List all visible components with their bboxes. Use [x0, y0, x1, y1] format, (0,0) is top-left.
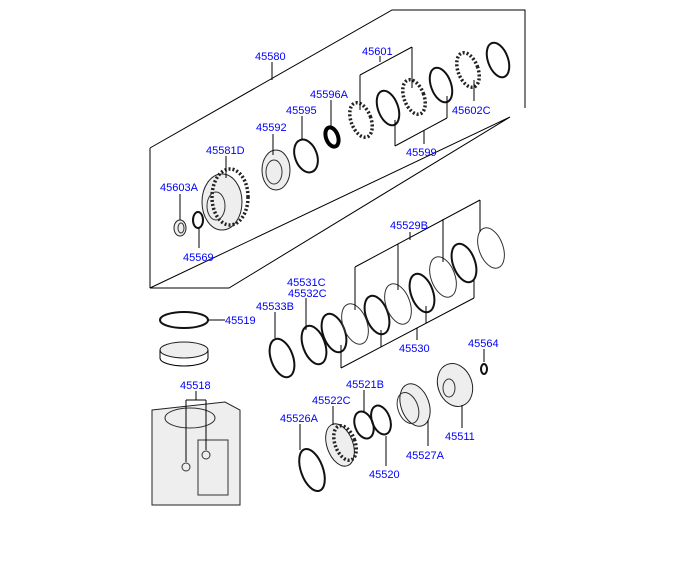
part-45564-oring	[480, 363, 488, 375]
callout-45592[interactable]: 45592	[256, 122, 287, 134]
part-45531C-plate	[300, 324, 328, 366]
part-45511-carrier	[436, 363, 474, 407]
part-45595-oring	[293, 138, 319, 174]
callout-45564[interactable]: 45564	[468, 338, 499, 350]
part-45527A-drum	[396, 383, 431, 427]
part-45569-ring	[192, 211, 204, 229]
callout-45531C[interactable]: 45531C	[287, 277, 326, 289]
callout-45569[interactable]: 45569	[183, 252, 214, 264]
callout-45580[interactable]: 45580	[255, 51, 286, 63]
callout-45601[interactable]: 45601	[362, 46, 393, 58]
callout-45596A[interactable]: 45596A	[310, 89, 349, 101]
callout-45518[interactable]: 45518	[180, 380, 211, 392]
part-45603A-seal	[173, 219, 187, 237]
part-45601-plates	[348, 77, 427, 140]
part-45596A-spring	[323, 125, 341, 149]
callout-45599[interactable]: 45599	[406, 147, 437, 159]
part-45530-discs	[320, 242, 478, 354]
part-45519-snap-ring	[159, 311, 209, 329]
callout-45581D[interactable]: 45581D	[206, 145, 245, 157]
part-snap-ring-top	[485, 41, 511, 79]
callout-45526A[interactable]: 45526A	[280, 413, 319, 425]
callout-45519[interactable]: 45519	[225, 315, 256, 327]
part-45520-oring	[370, 404, 392, 436]
part-45518-case	[151, 401, 241, 506]
part-45533B-snap-ring	[268, 337, 296, 379]
callout-45602C[interactable]: 45602C	[452, 105, 491, 117]
assembly-outline	[149, 9, 526, 289]
callout-45603A[interactable]: 45603A	[160, 182, 199, 194]
callout-45511[interactable]: 45511	[445, 431, 475, 443]
part-45581D-drum	[201, 167, 250, 231]
callout-45522C[interactable]: 45522C	[312, 395, 351, 407]
part-45599-discs	[375, 66, 454, 127]
part-45602C-plate	[455, 50, 481, 90]
part-45522C-hub	[325, 423, 358, 467]
part-45529B-plates	[341, 227, 505, 345]
callout-45529B[interactable]: 45529B	[390, 220, 428, 232]
callout-45530[interactable]: 45530	[399, 343, 430, 355]
callout-45520[interactable]: 45520	[369, 469, 400, 481]
callout-45532C[interactable]: 45532C	[288, 288, 327, 300]
part-retainer-cup	[159, 341, 209, 367]
callout-45527A[interactable]: 45527A	[406, 450, 445, 462]
callout-45533B[interactable]: 45533B	[256, 301, 294, 313]
callout-45595[interactable]: 45595	[286, 105, 317, 117]
part-45592-piston	[261, 149, 291, 191]
callout-45521B[interactable]: 45521B	[346, 379, 384, 391]
part-45526A-snap-ring	[298, 447, 326, 493]
leader-lines	[179, 46, 485, 466]
